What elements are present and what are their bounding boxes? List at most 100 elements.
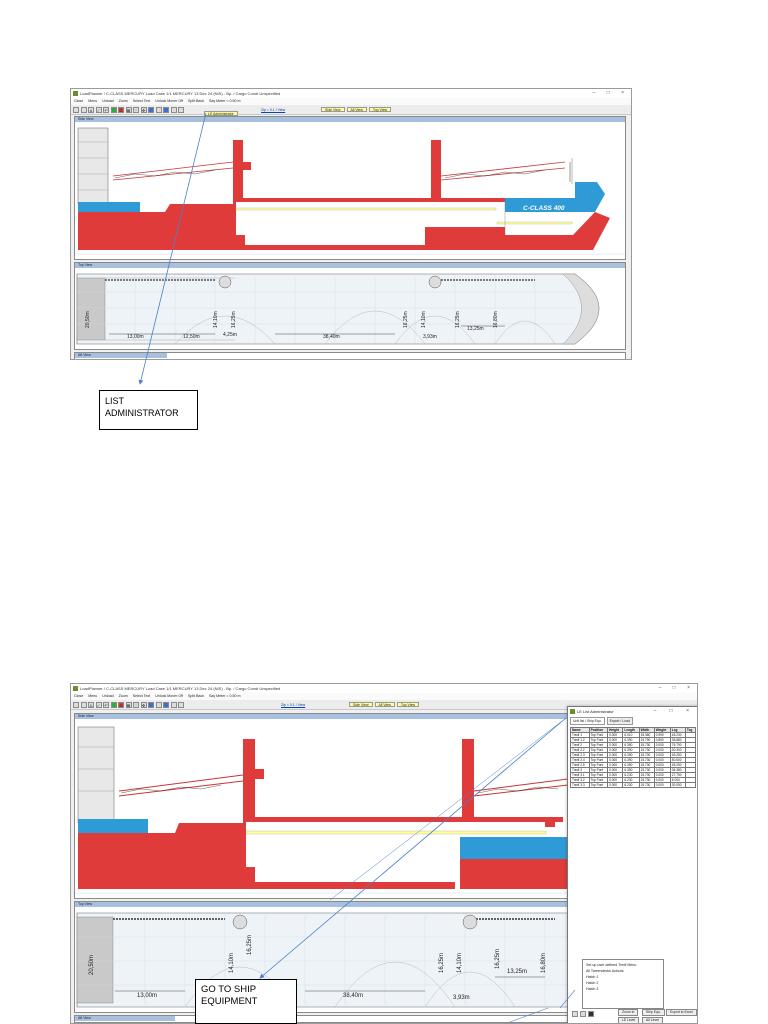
zoom-label[interactable]: Zip = 0.1 / View	[261, 108, 286, 112]
dim-13-25: 13,25m	[467, 326, 484, 332]
all-level-button[interactable]: All Level	[642, 1017, 663, 1023]
save-icon[interactable]	[80, 701, 87, 708]
side-view-button[interactable]: Side View	[349, 702, 373, 707]
menu-unload[interactable]: Unload	[102, 694, 114, 698]
dim-20-50: 20,50m	[89, 955, 95, 975]
menu-unlock-mover[interactable]: Unlock Mover Off	[155, 99, 183, 103]
all-view-button[interactable]: All View	[346, 107, 367, 112]
dots-icon[interactable]: ⋮	[133, 701, 139, 708]
text-icon[interactable]: A	[88, 106, 94, 113]
binoculars-icon[interactable]	[588, 1011, 594, 1017]
grid-icon[interactable]: ▦	[125, 106, 132, 113]
menu-meter[interactable]: Say Meter = 0.50 m	[208, 694, 241, 698]
copy-icon[interactable]	[170, 701, 177, 708]
menu-select-text[interactable]: Select Text	[132, 99, 151, 103]
toolbar: A ✓ ↶ Ω ▦ ⋮ ✥ Zip = 0.1 / View Side View…	[71, 105, 631, 115]
menu-menu[interactable]: Menu	[88, 99, 98, 103]
menu-close[interactable]: Close	[74, 694, 84, 698]
tab-unit-list[interactable]: Unit list / Ship Equ.	[570, 717, 605, 725]
context-menu-item[interactable]: All Tweendecks Actions	[586, 969, 624, 973]
context-menu-item[interactable]: Hatch 3	[586, 987, 599, 991]
move-icon[interactable]: ✥	[140, 701, 147, 708]
context-menu-item[interactable]: Set up user defined Tredf Menu	[586, 963, 637, 967]
menu-unload[interactable]: Unload	[102, 99, 114, 103]
menu-meter[interactable]: Say Meter = 0.50 m	[208, 99, 241, 103]
app-icon	[73, 91, 78, 96]
dim-16-80: 16,80m	[493, 311, 499, 328]
dots-icon[interactable]: ⋮	[133, 106, 139, 113]
dim-13-25: 13,25m	[507, 969, 527, 975]
side-view-drawing-2	[75, 726, 568, 894]
dim-16-25-a: 16,25m	[247, 935, 253, 955]
menu-split-back[interactable]: Split Back	[188, 99, 204, 103]
top-view-button[interactable]: Top View	[396, 702, 420, 707]
menu-bar: Close Menu Unload Zoom Select Text Unloc…	[71, 98, 631, 105]
menu-unlock-mover[interactable]: Unlock Mover Off	[155, 694, 183, 698]
rotate-icon[interactable]: ↶	[103, 701, 109, 708]
zoom-in-button[interactable]: Zoom In	[618, 1009, 639, 1016]
menu-split-back[interactable]: Split Back	[188, 694, 204, 698]
top-view-button[interactable]: Top View	[368, 107, 392, 112]
green-block-icon[interactable]	[110, 106, 117, 113]
grid-icon[interactable]: ▦	[125, 701, 132, 708]
close-list-icon[interactable]	[572, 1011, 578, 1017]
omega-icon[interactable]: Ω	[118, 106, 124, 113]
window-controls[interactable]: – □ ×	[592, 90, 629, 96]
screenshot-list-admin-window: LoadPlanner / C-CLASS MERCURY Load Case …	[70, 683, 698, 1024]
open-icon[interactable]	[73, 106, 79, 113]
ship-equipment-callout: GO TO SHIP EQUIPMENT	[195, 979, 297, 1024]
move-icon[interactable]: ✥	[140, 106, 147, 113]
menu-zoom[interactable]: Zoom	[118, 99, 128, 103]
save-icon[interactable]	[80, 106, 87, 113]
chart-icon[interactable]	[163, 701, 169, 708]
export-to-excel-button[interactable]: Export to Excel	[666, 1009, 697, 1016]
tab-export[interactable]: Export / Load	[606, 717, 633, 725]
dim-16-25-b: 16,25m	[439, 953, 445, 973]
green-block-icon[interactable]	[110, 701, 117, 708]
zoom-label-2[interactable]: Zip = 0.1 / View	[281, 703, 306, 707]
le-level-button[interactable]: LE Level	[618, 1017, 640, 1023]
copy-icon[interactable]	[170, 106, 177, 113]
menu-menu[interactable]: Menu	[88, 694, 98, 698]
table-icon[interactable]	[178, 701, 184, 708]
table-cell: 30.050	[669, 782, 686, 788]
table-cell: 15.730	[638, 782, 655, 788]
check-icon[interactable]: ✓	[95, 106, 102, 113]
menu-zoom[interactable]: Zoom	[118, 694, 128, 698]
print-icon[interactable]	[155, 106, 162, 113]
top-view-panel: Top View	[74, 262, 626, 350]
menu-close[interactable]: Close	[74, 99, 84, 103]
all-view-button[interactable]: All View	[374, 702, 395, 707]
context-menu-item[interactable]: Hatch 2	[586, 981, 599, 985]
dim-14-10-b: 14,10m	[457, 953, 463, 973]
context-menu-item[interactable]: Hatch 1	[586, 975, 599, 979]
rotate-icon[interactable]: ↶	[103, 106, 109, 113]
list-administrator-callout: LIST ADMINISTRATOR	[99, 390, 198, 430]
print-icon[interactable]	[155, 701, 162, 708]
home-icon[interactable]	[148, 701, 154, 708]
menu-select-text[interactable]: Select Text	[132, 694, 151, 698]
table-icon[interactable]	[178, 106, 184, 113]
table-header-row: Name Position Height Length Width Weight…	[570, 727, 697, 733]
chart-icon[interactable]	[163, 106, 169, 113]
top-view-drawing-2: 20,50m 13,00m 14,10m 16,25m 38,40m 16,25…	[76, 912, 568, 1008]
filter-icon[interactable]	[580, 1011, 586, 1017]
side-view-button[interactable]: Side View	[321, 107, 345, 112]
home-icon[interactable]	[148, 106, 154, 113]
omega-icon[interactable]: Ω	[118, 701, 124, 708]
dialog-window-controls[interactable]: – □ ×	[653, 708, 695, 714]
ship-equipment-button[interactable]: Ship Equ.	[642, 1009, 665, 1016]
dim-12-50: 12,50m	[183, 334, 200, 340]
text-icon[interactable]: A	[88, 701, 94, 708]
check-icon[interactable]: ✓	[95, 701, 102, 708]
window-controls-2[interactable]: – □ ×	[658, 685, 695, 691]
open-icon[interactable]	[73, 701, 79, 708]
